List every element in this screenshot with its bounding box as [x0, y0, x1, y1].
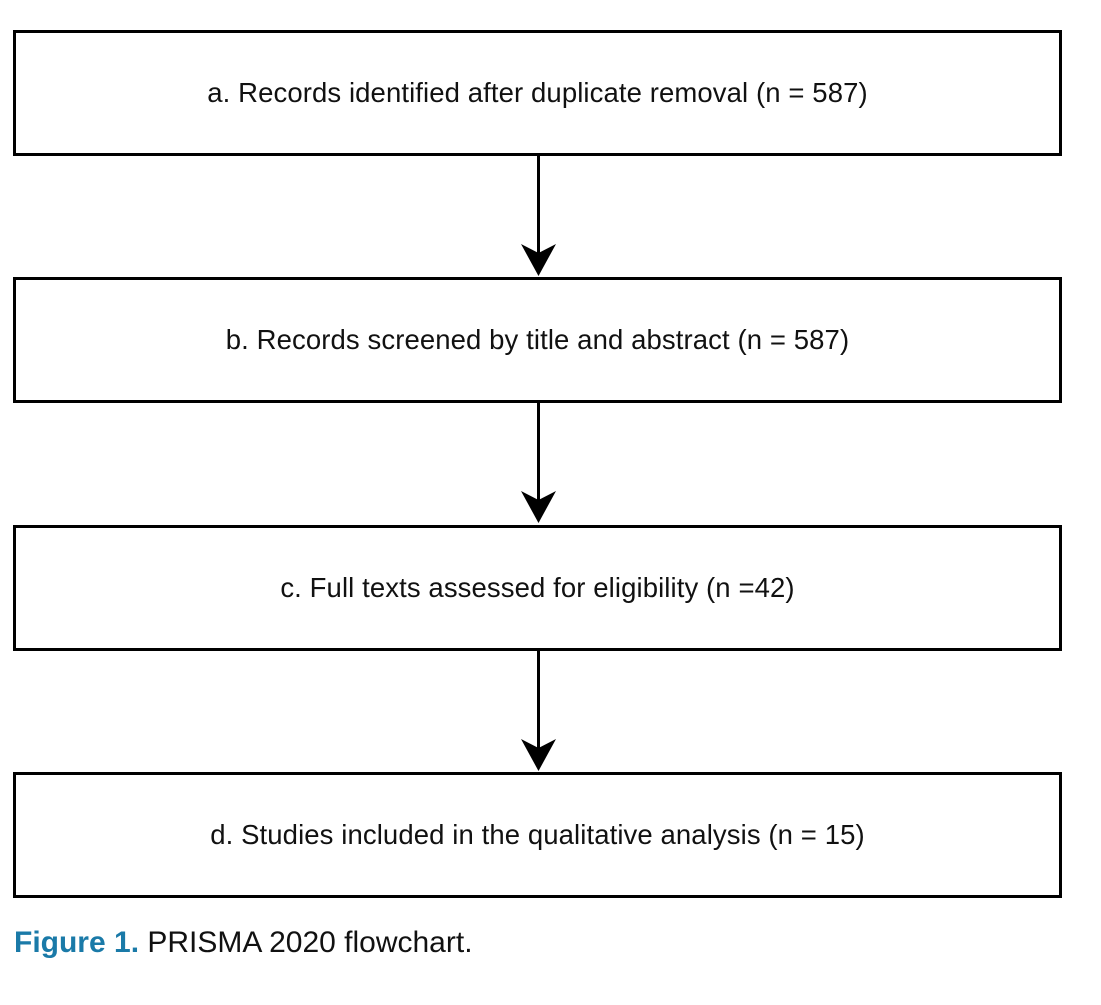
flow-edge-b-to-c: [0, 402, 1101, 524]
flow-node-d-studies-included: d. Studies included in the qualitative a…: [13, 772, 1062, 898]
flow-node-c-label: c. Full texts assessed for eligibility (…: [280, 571, 795, 603]
figure-caption-description: PRISMA 2020 flowchart.: [147, 926, 473, 959]
flow-edge-c-to-d: [0, 650, 1101, 772]
arrow-down-icon: [521, 155, 556, 276]
flow-node-d-label: d. Studies included in the qualitative a…: [210, 818, 865, 850]
figure-caption-label: Figure 1.: [14, 926, 140, 959]
figure-caption: Figure 1. PRISMA 2020 flowchart.: [14, 925, 1074, 961]
flow-node-a-label: a. Records identified after duplicate re…: [207, 76, 868, 108]
flow-node-b-label: b. Records screened by title and abstrac…: [225, 323, 850, 355]
flow-node-b-records-screened: b. Records screened by title and abstrac…: [13, 277, 1062, 403]
arrow-down-icon: [521, 650, 556, 771]
flow-edge-a-to-b: [0, 155, 1101, 277]
arrow-down-icon: [521, 402, 556, 523]
flowchart-stage: a. Records identified after duplicate re…: [0, 30, 1101, 898]
flow-node-a-records-identified: a. Records identified after duplicate re…: [13, 30, 1062, 156]
flow-node-c-full-texts-assessed: c. Full texts assessed for eligibility (…: [13, 525, 1062, 651]
